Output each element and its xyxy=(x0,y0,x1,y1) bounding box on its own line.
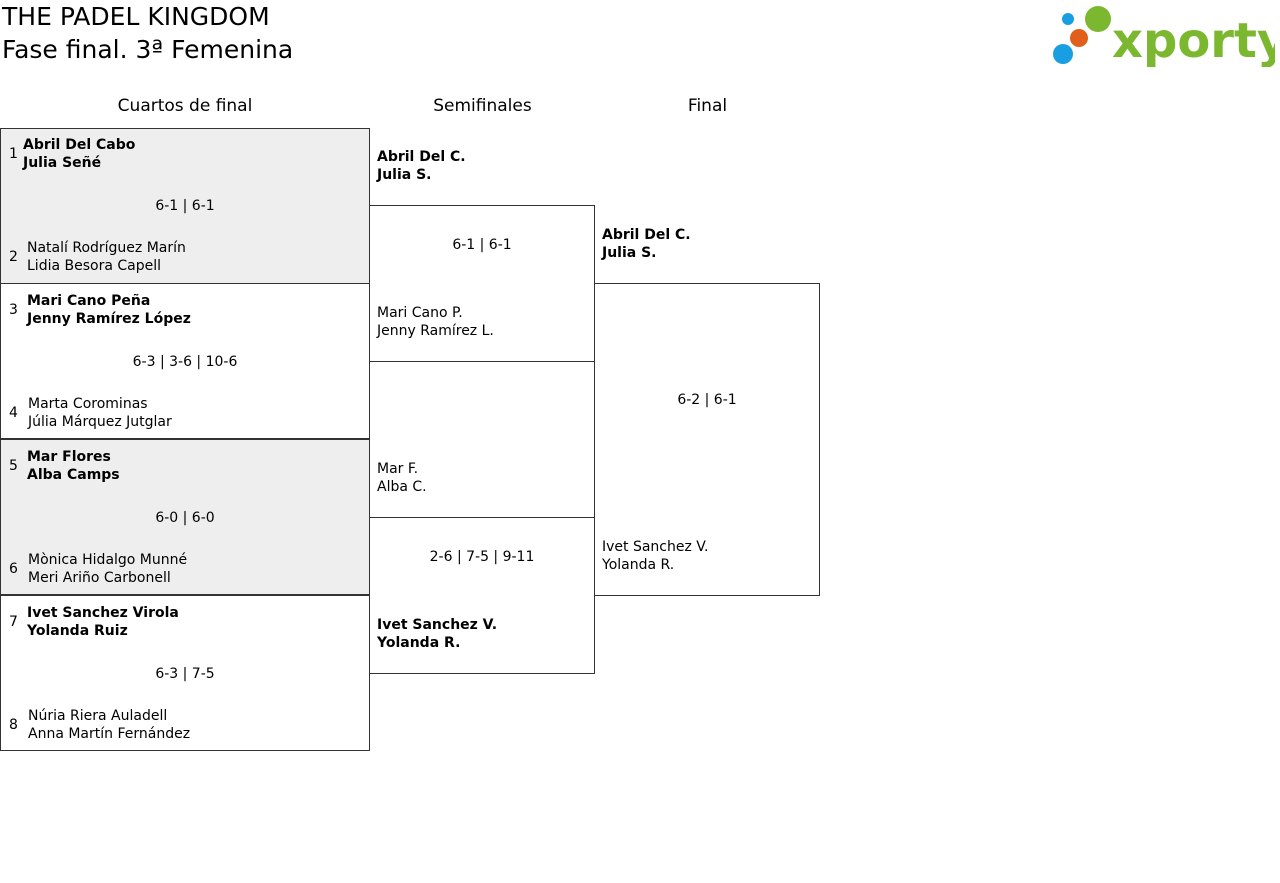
seed-number: 6 xyxy=(9,561,18,577)
semifinal-1-team-b: Mari Cano P. Jenny Ramírez L. xyxy=(377,304,494,340)
team-winner: Mar Flores Alba Camps xyxy=(27,448,120,484)
team-winner: Abril Del Cabo Julia Señé xyxy=(23,136,135,172)
seed-number: 8 xyxy=(9,717,18,733)
semifinal-1-team-a: Abril Del C. Julia S. xyxy=(377,148,466,184)
player-name: Lidia Besora Capell xyxy=(27,258,161,274)
player-name: Ivet Sanchez V. xyxy=(377,617,498,633)
seed-number: 5 xyxy=(9,458,18,474)
page-title: THE PADEL KINGDOM xyxy=(2,2,270,31)
semifinal-match-2[interactable]: 2-6 | 7-5 | 9-11 Ivet Sanchez V. Yolanda… xyxy=(369,517,595,674)
match-score: 6-3 | 7-5 xyxy=(155,666,215,682)
round-title-quarterfinals: Cuartos de final xyxy=(117,96,253,116)
player-name: Mari Cano Peña xyxy=(27,293,151,309)
quarterfinal-match-2[interactable]: 3 Mari Cano Peña Jenny Ramírez López 6-3… xyxy=(0,283,370,439)
player-name: Anna Martín Fernández xyxy=(28,726,191,742)
player-name: Natalí Rodríguez Marín xyxy=(27,240,186,256)
player-name: Yolanda R. xyxy=(377,635,461,651)
team-winner: Ivet Sanchez Virola Yolanda Ruiz xyxy=(27,604,179,640)
seed-number: 3 xyxy=(9,302,18,318)
match-score: 6-1 | 6-1 xyxy=(452,237,512,253)
player-name: Mar Flores xyxy=(27,449,111,465)
player-name: Alba C. xyxy=(377,479,427,495)
team-loser: Natalí Rodríguez Marín Lidia Besora Cape… xyxy=(27,239,186,275)
player-name: Jenny Ramírez López xyxy=(27,311,191,327)
player-name: Mari Cano P. xyxy=(377,305,463,321)
seed-number: 2 xyxy=(9,249,18,265)
player-name: Ivet Sanchez Virola xyxy=(27,605,179,621)
page-subtitle: Fase final. 3ª Femenina xyxy=(2,35,294,64)
player-name: Julia S. xyxy=(377,167,432,183)
player-name: Núria Riera Auladell xyxy=(28,708,168,724)
team-loser: Marta Corominas Júlia Márquez Jutglar xyxy=(28,395,172,431)
player-name: Abril Del Cabo xyxy=(23,137,136,153)
player-name: Meri Ariño Carbonell xyxy=(28,570,171,586)
match-score: 6-0 | 6-0 xyxy=(155,510,215,526)
player-name: Jenny Ramírez L. xyxy=(377,323,494,339)
semifinal-match-1[interactable]: 6-1 | 6-1 Mari Cano P. Jenny Ramírez L. xyxy=(369,205,595,362)
player-name: Ivet Sanchez V. xyxy=(602,539,709,555)
player-name: Mònica Hidalgo Munné xyxy=(28,552,188,568)
match-score: 2-6 | 7-5 | 9-11 xyxy=(429,549,535,565)
round-title-semifinals: Semifinales xyxy=(433,96,532,116)
logo-wordmark: xporty xyxy=(1112,13,1275,67)
seed-number: 7 xyxy=(9,614,18,630)
team-loser: Mònica Hidalgo Munné Meri Ariño Carbonel… xyxy=(28,551,187,587)
final-match[interactable]: 6-2 | 6-1 Ivet Sanchez V. Yolanda R. xyxy=(594,283,820,596)
quarterfinal-match-1[interactable]: 1 Abril Del Cabo Julia Señé 6-1 | 6-1 2 … xyxy=(0,128,370,284)
quarterfinal-match-3[interactable]: 5 Mar Flores Alba Camps 6-0 | 6-0 6 Mòni… xyxy=(0,439,370,595)
player-name: Mar F. xyxy=(377,461,419,477)
player-name: Abril Del C. xyxy=(602,227,691,243)
quarterfinal-match-4[interactable]: 7 Ivet Sanchez Virola Yolanda Ruiz 6-3 |… xyxy=(0,595,370,751)
seed-number: 1 xyxy=(9,146,18,162)
xporty-logo-icon: xporty xyxy=(1053,6,1280,69)
player-name: Júlia Márquez Jutglar xyxy=(28,414,172,430)
team-loser: Núria Riera Auladell Anna Martín Fernánd… xyxy=(28,707,190,743)
match-score: 6-2 | 6-1 xyxy=(677,392,737,408)
player-name: Alba Camps xyxy=(27,467,120,483)
match-score: 6-3 | 3-6 | 10-6 xyxy=(132,354,238,370)
seed-number: 4 xyxy=(9,405,18,421)
semifinal-2-team-b: Ivet Sanchez V. Yolanda R. xyxy=(377,616,497,652)
player-name: Marta Corominas xyxy=(28,396,148,412)
final-team-b: Ivet Sanchez V. Yolanda R. xyxy=(602,538,709,574)
final-team-a: Abril Del C. Julia S. xyxy=(602,226,691,262)
round-title-final: Final xyxy=(687,96,728,116)
team-winner: Mari Cano Peña Jenny Ramírez López xyxy=(27,292,191,328)
player-name: Abril Del C. xyxy=(377,149,466,165)
player-name: Julia Señé xyxy=(23,155,102,171)
player-name: Julia S. xyxy=(602,245,657,261)
match-score: 6-1 | 6-1 xyxy=(155,198,215,214)
player-name: Yolanda R. xyxy=(602,557,675,573)
xporty-logo[interactable]: xporty xyxy=(1050,3,1280,69)
player-name: Yolanda Ruiz xyxy=(27,623,128,639)
semifinal-2-team-a: Mar F. Alba C. xyxy=(377,460,427,496)
